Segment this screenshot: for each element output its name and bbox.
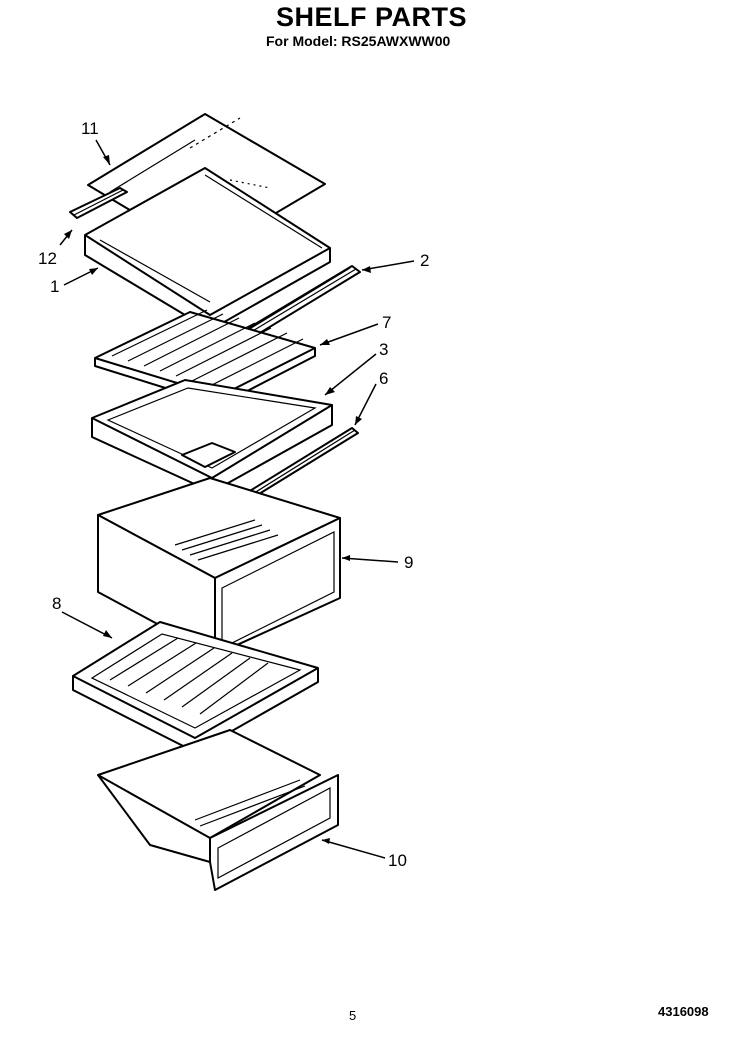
part-10-lower-drawer xyxy=(97,729,339,891)
page-title: SHELF PARTS xyxy=(276,2,468,32)
callout-12: 12 xyxy=(38,249,57,268)
callout-10: 10 xyxy=(388,851,407,870)
part-12-side-rail xyxy=(69,187,128,219)
callout-1: 1 xyxy=(50,277,59,296)
callout-3: 3 xyxy=(379,340,388,359)
document-number: 4316098 xyxy=(658,1004,709,1019)
callout-leaders xyxy=(59,139,415,859)
part-3-crisper-cover-frame xyxy=(91,379,333,493)
callout-9: 9 xyxy=(404,553,413,572)
callout-6: 6 xyxy=(379,369,388,388)
callout-11: 11 xyxy=(81,119,99,138)
callout-7: 7 xyxy=(382,313,391,332)
callout-8: 8 xyxy=(52,594,61,613)
part-9-crisper-drawer xyxy=(97,477,341,656)
model-subtitle: For Model: RS25AWXWW00 xyxy=(266,33,451,49)
part-8-drawer-frame xyxy=(72,621,319,753)
page-number: 5 xyxy=(349,1008,357,1023)
callout-labels: 11 12 1 2 7 3 6 9 8 10 xyxy=(38,119,429,870)
callout-2: 2 xyxy=(420,251,429,270)
